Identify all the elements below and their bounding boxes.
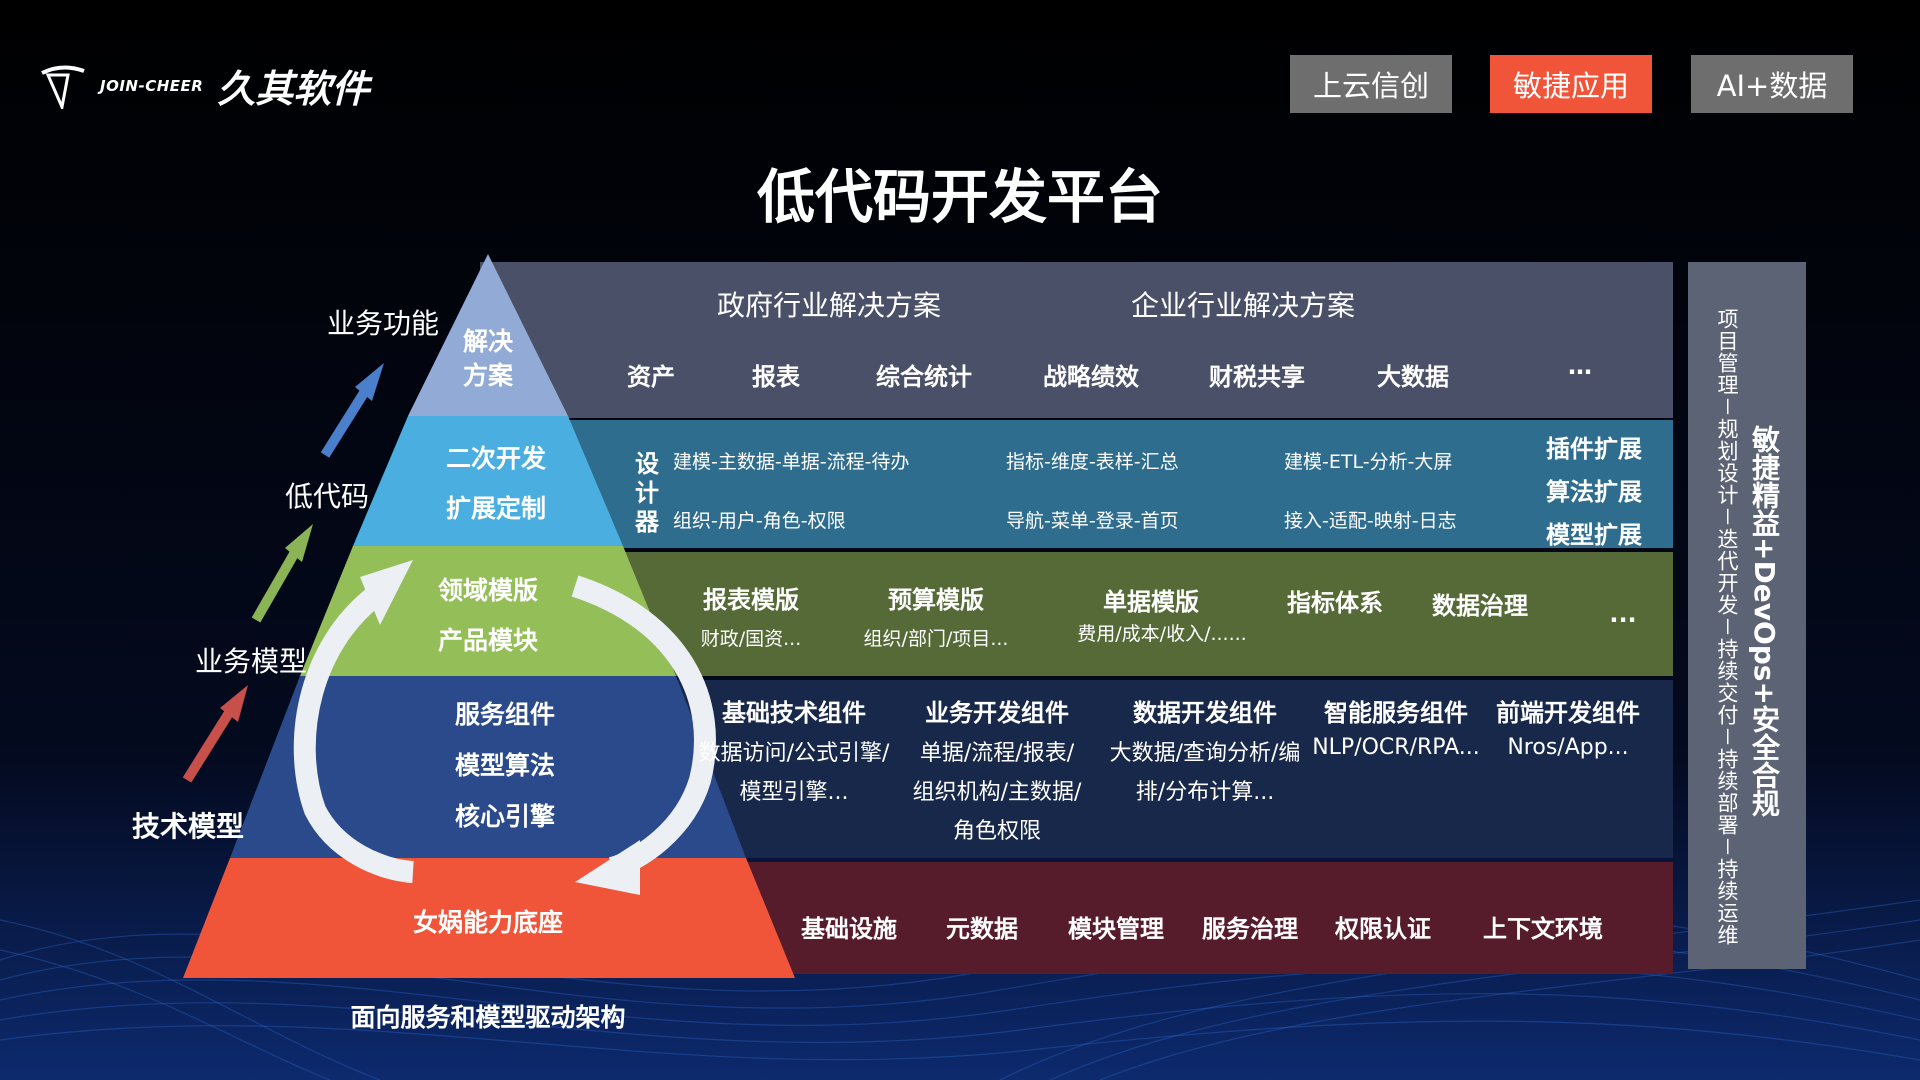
solution-item: 综合统计 bbox=[876, 363, 972, 391]
component-title: 智能服务组件 bbox=[1324, 699, 1468, 727]
solution-item: 财税共享 bbox=[1209, 363, 1305, 391]
component-line: NLP/OCR/RPA... bbox=[1312, 735, 1480, 760]
logo-text-cn: 久其软件 bbox=[217, 66, 370, 111]
row-secondary-dev bbox=[480, 420, 1673, 548]
component-title: 数据开发组件 bbox=[1133, 699, 1277, 727]
arrowhead-icon bbox=[220, 685, 248, 722]
logo: JOIN-CHEER 久其软件 bbox=[40, 58, 369, 113]
designer-line: 指标-维度-表样-汇总 bbox=[1006, 451, 1179, 473]
base-item: 权限认证 bbox=[1335, 915, 1431, 943]
designer-line: 建模-主数据-单据-流程-待办 bbox=[673, 451, 910, 473]
base-item: 模块管理 bbox=[1068, 915, 1164, 943]
axis-label-low-code: 低代码 bbox=[285, 480, 370, 513]
pyramid-label-secondary-dev: 二次开发扩展定制 bbox=[445, 444, 547, 523]
row-solutions bbox=[480, 262, 1673, 418]
tab-ai-data[interactable]: AI+数据 bbox=[1691, 55, 1853, 113]
template-title: 报表模版 bbox=[703, 586, 799, 614]
solution-item: 报表 bbox=[752, 363, 800, 391]
template-title: 单据模版 bbox=[1103, 588, 1199, 616]
component-line: Nros/App... bbox=[1507, 735, 1629, 760]
template-title: 预算模版 bbox=[888, 586, 984, 614]
axis-label-business-function: 业务功能 bbox=[327, 307, 440, 340]
designer-line: 建模-ETL-分析-大屏 bbox=[1284, 451, 1453, 473]
enterprise-solutions: 企业行业解决方案 bbox=[1130, 289, 1356, 322]
gov-solutions: 政府行业解决方案 bbox=[716, 289, 942, 322]
cycle-arrow-right bbox=[571, 575, 716, 879]
designer-line: 接入-适配-映射-日志 bbox=[1284, 510, 1457, 532]
logo-text-en: JOIN-CHEER bbox=[100, 76, 204, 95]
solution-item: 战略绩效 bbox=[1043, 363, 1139, 391]
axis-label-business-model: 业务模型 bbox=[195, 645, 308, 678]
arrowhead-down-icon bbox=[575, 840, 640, 895]
component-line: 组织机构/主数据/ bbox=[912, 780, 1082, 805]
base-item: 基础设施 bbox=[801, 915, 897, 943]
base-item: 元数据 bbox=[946, 915, 1018, 943]
extension-label: 算法扩展 bbox=[1546, 478, 1642, 506]
devops-title: 敏捷精益+DevOps+安全合规 bbox=[1748, 425, 1781, 817]
tab-agile-apps[interactable]: 敏捷应用 bbox=[1490, 55, 1652, 113]
pyramid-label-components: 服务组件模型算法核心引擎 bbox=[454, 700, 556, 831]
pyramid-layer-secondary-dev bbox=[353, 416, 623, 546]
designer-char: 计 bbox=[635, 479, 659, 507]
component-title: 业务开发组件 bbox=[925, 699, 1069, 727]
component-title: 基础技术组件 bbox=[722, 699, 866, 727]
extension-label: 插件扩展 bbox=[1546, 435, 1642, 463]
base-item: 上下文环境 bbox=[1483, 915, 1603, 943]
component-line: 单据/流程/报表/ bbox=[919, 741, 1075, 766]
pyramid-layer-base bbox=[183, 858, 795, 978]
pyramid-label-base: 女娲能力底座 bbox=[412, 908, 564, 937]
arrowhead-icon bbox=[355, 363, 384, 401]
right-devops-panel bbox=[1688, 262, 1806, 969]
component-line: 大数据/查询分析/编 bbox=[1109, 741, 1301, 766]
template-more: ... bbox=[1609, 600, 1637, 628]
axis-label-tech-model: 技术模型 bbox=[132, 810, 245, 843]
page-title: 低代码开发平台 bbox=[756, 163, 1163, 231]
pyramid-label-templates: 领域模版产品模块 bbox=[437, 576, 539, 655]
tab-cloud-xinchuang[interactable]: 上云信创 bbox=[1290, 55, 1452, 113]
solution-item: 大数据 bbox=[1377, 363, 1449, 391]
component-line: 模型引擎... bbox=[739, 780, 849, 805]
template-sub: 财政/国资... bbox=[700, 628, 802, 650]
template-title: 指标体系 bbox=[1287, 589, 1383, 617]
arrowhead-up-icon bbox=[360, 560, 413, 625]
cycle-arrow-left bbox=[293, 580, 415, 883]
designer-line: 导航-菜单-登录-首页 bbox=[1006, 510, 1179, 532]
solution-item-more: … bbox=[1568, 352, 1592, 380]
pyramid-label-solutions: 解决方案 bbox=[462, 327, 514, 390]
pyramid-layer-solutions bbox=[408, 254, 568, 416]
component-line: 角色权限 bbox=[952, 819, 1042, 844]
designer-char: 器 bbox=[635, 508, 659, 536]
arrowhead-icon bbox=[285, 524, 313, 562]
component-line: 排/分布计算... bbox=[1135, 780, 1275, 805]
designer-line: 组织-用户-角色-权限 bbox=[673, 510, 846, 532]
template-title: 数据治理 bbox=[1432, 592, 1528, 620]
component-title: 前端开发组件 bbox=[1496, 699, 1640, 727]
pyramid-caption: 面向服务和模型驱动架构 bbox=[350, 1003, 626, 1032]
devops-process: 项目管理－规划设计－迭代开发－持续交付－持续部署－持续运维 bbox=[1715, 308, 1739, 946]
pyramid-layer-components bbox=[230, 676, 746, 858]
extension-label: 模型扩展 bbox=[1546, 521, 1642, 549]
component-line: 数据访问/公式引擎/ bbox=[698, 741, 890, 766]
base-item: 服务治理 bbox=[1202, 915, 1298, 943]
solution-item: 资产 bbox=[627, 363, 675, 391]
logo-mark-icon bbox=[41, 65, 85, 109]
template-sub: 费用/成本/收入/...... bbox=[1077, 623, 1247, 645]
template-sub: 组织/部门/项目... bbox=[863, 628, 1009, 650]
designer-char: 设 bbox=[635, 450, 659, 478]
